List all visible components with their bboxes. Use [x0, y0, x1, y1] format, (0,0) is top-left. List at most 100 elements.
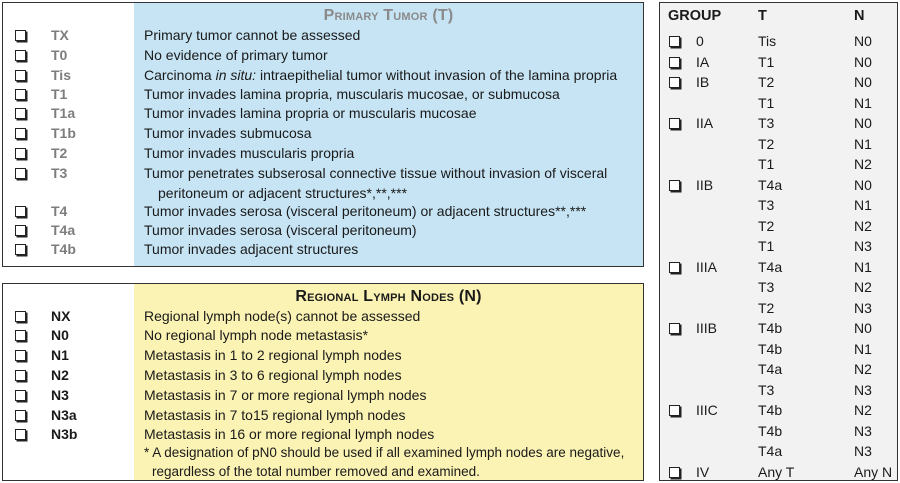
stage-group-t: T1 [758, 94, 775, 111]
tumor-desc-emphasis: in situ: [215, 67, 257, 83]
tumor-row: T4a Tumor invades serosa (visceral perit… [3, 220, 643, 240]
stage-group-t: T2 [758, 299, 775, 316]
checkbox[interactable] [15, 390, 26, 401]
checkbox[interactable] [15, 128, 26, 139]
checkbox[interactable] [669, 323, 680, 334]
stage-group-t: T3 [758, 381, 775, 398]
tumor-code: T4 [51, 203, 68, 219]
stage-group-n: N3 [854, 299, 872, 316]
stage-group-name: 0 [696, 33, 704, 49]
checkbox[interactable] [669, 261, 680, 273]
stage-group-t: T2 [758, 74, 775, 90]
checkbox[interactable] [15, 311, 26, 322]
stage-group-n: N3 [854, 381, 872, 398]
tumor-desc: Tumor invades submucosa [144, 125, 312, 141]
node-code: N2 [51, 367, 69, 383]
stage-group-n: N0 [854, 176, 872, 193]
checkbox[interactable] [15, 429, 26, 440]
checkbox[interactable] [15, 225, 26, 236]
n-header: N [854, 8, 865, 24]
stage-group-t: Any T [758, 463, 795, 480]
t-header: T [758, 8, 767, 24]
checkbox[interactable] [15, 89, 26, 100]
checkbox[interactable] [669, 118, 680, 129]
stage-group-n: N1 [854, 197, 872, 213]
node-row: N0 No regional lymph node metastasis* [3, 325, 643, 345]
stage-group-t: T4a [758, 361, 783, 377]
tumor-desc-line2: peritoneum or adjacent structures*,**,**… [158, 185, 408, 201]
stage-group-t: Tis [758, 33, 777, 49]
checkbox[interactable] [15, 50, 26, 61]
node-desc: Metastasis in 7 or more regional lymph n… [144, 387, 427, 403]
tumor-code: TX [51, 27, 69, 43]
checkbox[interactable] [15, 168, 26, 179]
checkbox[interactable] [669, 466, 680, 478]
tumor-row: T2 Tumor invades muscularis propria [3, 143, 643, 163]
stage-group-row: T2 N2 [660, 216, 897, 237]
footnote-line2: regardless of the total number removed a… [152, 464, 480, 479]
stage-group-n: N1 [854, 340, 872, 357]
regional-nodes-fill [134, 284, 643, 480]
node-row: N3a Metastasis in 7 to15 regional lymph … [3, 405, 643, 425]
stage-group-n: Any N [854, 463, 893, 480]
tumor-desc: Primary tumor cannot be assessed [144, 27, 361, 43]
checkbox[interactable] [15, 244, 26, 255]
tumor-row: T0 No evidence of primary tumor [3, 45, 643, 65]
checkbox[interactable] [15, 30, 26, 41]
checkbox[interactable] [669, 56, 680, 68]
stage-group-t: T3 [758, 115, 775, 131]
checkbox[interactable] [15, 206, 26, 217]
node-desc: Metastasis in 7 to15 regional lymph node… [144, 407, 406, 423]
tumor-row: T4 Tumor invades serosa (visceral perito… [3, 201, 643, 221]
stage-group-n: N1 [854, 258, 872, 275]
primary-tumor-fill [134, 3, 643, 266]
tumor-desc: Tumor invades adjacent structures [144, 241, 359, 257]
tumor-code: Tis [51, 67, 71, 83]
tumor-code: T3 [51, 165, 68, 181]
tumor-row: T1a Tumor invades lamina propria or musc… [3, 103, 643, 123]
node-desc: Metastasis in 16 or more regional lymph … [144, 426, 435, 442]
checkbox[interactable] [15, 370, 26, 381]
tumor-row: T1b Tumor invades submucosa [3, 123, 643, 143]
tumor-row: Tis Carcinoma in situ: intraepithelial t… [3, 65, 643, 85]
stage-group-name: IIA [696, 115, 714, 131]
node-desc: Metastasis in 3 to 6 regional lymph node… [144, 367, 402, 383]
node-row: N1 Metastasis in 1 to 2 regional lymph n… [3, 345, 643, 365]
checkbox[interactable] [15, 410, 26, 421]
stage-group-n: N3 [854, 238, 872, 254]
stage-group-n: N0 [854, 115, 872, 131]
checkbox[interactable] [15, 148, 26, 159]
checkbox[interactable] [15, 70, 26, 81]
node-code: N1 [51, 347, 69, 363]
checkbox[interactable] [669, 179, 680, 191]
stage-group-n: N2 [854, 279, 872, 295]
node-row: N3b Metastasis in 16 or more regional ly… [3, 424, 643, 444]
stage-group-n: N3 [854, 443, 872, 459]
checkbox[interactable] [669, 405, 680, 416]
tumor-desc-suffix: intraepithelial tumor without invasion o… [256, 67, 618, 83]
stage-group-t: T4a [758, 258, 783, 275]
stage-group-t: T2 [758, 217, 775, 234]
node-desc: No regional lymph node metastasis* [144, 327, 369, 343]
checkbox[interactable] [669, 77, 680, 88]
stage-group-n: N2 [854, 217, 872, 234]
stage-group-name: IB [696, 74, 710, 90]
stage-group-name: IIB [696, 176, 714, 193]
group-header: GROUP [668, 8, 722, 24]
checkbox[interactable] [669, 36, 680, 47]
tumor-code: T1b [51, 125, 76, 141]
checkbox[interactable] [15, 350, 26, 361]
stage-group-n: N2 [854, 402, 872, 418]
checkbox[interactable] [15, 330, 26, 341]
checkbox[interactable] [15, 108, 26, 119]
